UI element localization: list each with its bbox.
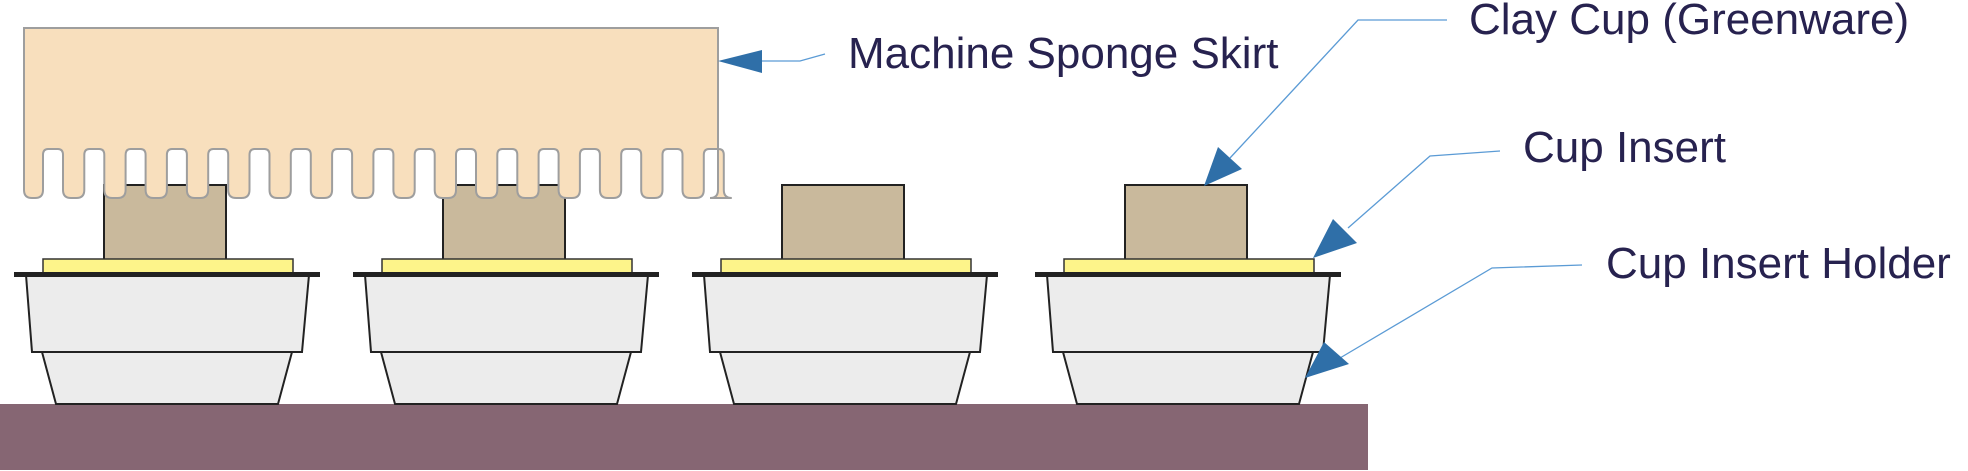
arrow-head-clay-cup <box>1204 147 1242 186</box>
holder-rim-2 <box>353 272 659 277</box>
leader-line-sponge <box>762 53 826 62</box>
leader-line-insert <box>1347 150 1501 229</box>
label-cup-insert-holder: Cup Insert Holder <box>1606 239 1951 288</box>
base-platform <box>0 404 1368 470</box>
holder-rim-1 <box>14 272 320 277</box>
holder-lower-4 <box>1061 351 1315 405</box>
holder-upper-4 <box>1045 274 1332 353</box>
machine-sponge-skirt <box>23 27 732 199</box>
arrow-head-sponge <box>718 50 762 73</box>
leader-line-holder <box>1339 264 1583 359</box>
leader-lines <box>762 19 1583 359</box>
holder-upper-3 <box>702 274 989 353</box>
holder-lower-1 <box>40 351 294 405</box>
leader-line-clay-cup <box>1229 19 1447 159</box>
clay-cup-2 <box>442 184 566 262</box>
arrow-heads <box>718 50 1357 378</box>
cup-insert-4 <box>1063 258 1315 274</box>
arrow-head-insert <box>1313 219 1357 258</box>
cup-stations <box>14 184 1341 405</box>
holder-rim-3 <box>692 272 998 277</box>
holder-rim-4 <box>1035 272 1341 277</box>
holder-lower-2 <box>379 351 633 405</box>
clay-cup-4 <box>1124 184 1248 262</box>
holder-upper-1 <box>24 274 311 353</box>
holder-upper-2 <box>363 274 650 353</box>
label-cup-insert: Cup Insert <box>1523 123 1726 172</box>
cup-insert-2 <box>381 258 633 274</box>
clay-cup-3 <box>781 184 905 262</box>
cup-insert-3 <box>720 258 972 274</box>
cup-insert-1 <box>42 258 294 274</box>
arrow-head-holder <box>1305 342 1349 378</box>
label-machine-sponge-skirt: Machine Sponge Skirt <box>848 29 1278 78</box>
label-clay-cup: Clay Cup (Greenware) <box>1469 0 1909 44</box>
holder-lower-3 <box>718 351 972 405</box>
